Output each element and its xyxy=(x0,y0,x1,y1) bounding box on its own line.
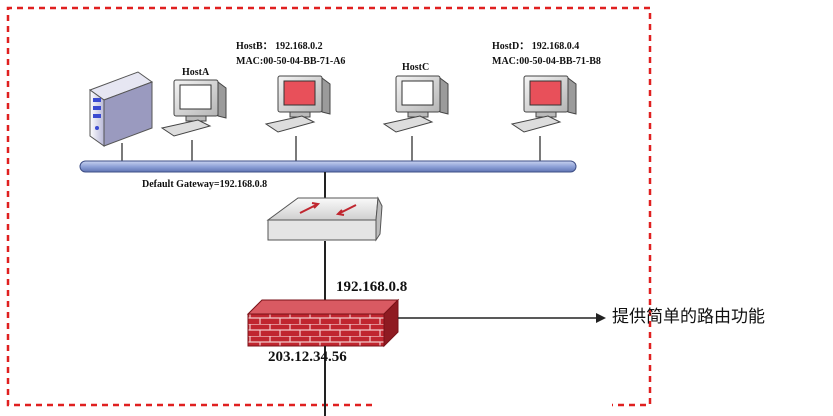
firewall-icon xyxy=(246,298,400,348)
host-a-label: HostA xyxy=(182,67,210,78)
server-icon xyxy=(88,71,154,147)
host-d-computer-icon xyxy=(510,75,577,133)
lan-bus xyxy=(79,160,577,173)
host-c-computer-icon xyxy=(382,75,449,133)
annotation-arrow xyxy=(398,313,606,323)
host-b-name-ip: HostB： 192.168.0.2 xyxy=(236,41,323,52)
host-a-computer-icon xyxy=(160,79,227,137)
firewall-outer-ip: 203.12.34.56 xyxy=(268,349,347,365)
host-d-mac: MAC:00-50-04-BB-71-B8 xyxy=(492,56,601,67)
default-gateway-label: Default Gateway=192.168.0.8 xyxy=(142,179,268,190)
host-b-mac: MAC:00-50-04-BB-71-A6 xyxy=(236,56,346,67)
host-c-label: HostC xyxy=(402,62,430,73)
routing-function-annotation: 提供简单的路由功能 xyxy=(612,307,765,327)
host-d-name-ip: HostD： 192.168.0.4 xyxy=(492,41,580,52)
host-b-computer-icon xyxy=(264,75,331,133)
router-icon xyxy=(266,196,383,242)
dashed-border xyxy=(6,6,652,407)
firewall-inner-ip: 192.168.0.8 xyxy=(336,279,408,295)
